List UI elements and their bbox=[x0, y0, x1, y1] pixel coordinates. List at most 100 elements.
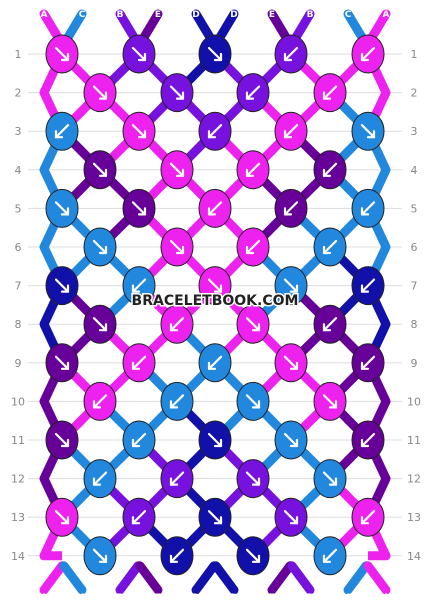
knot bbox=[83, 150, 117, 190]
arrow-head bbox=[283, 130, 293, 139]
arrow-head bbox=[289, 516, 299, 525]
knot bbox=[160, 536, 194, 576]
knot bbox=[313, 536, 347, 576]
arrow-head bbox=[131, 516, 141, 525]
arrow-down-right-icon bbox=[54, 278, 70, 293]
strand-letter-top: B bbox=[117, 10, 124, 20]
thread-bottom-end bbox=[363, 561, 391, 595]
arrow-head bbox=[213, 438, 223, 448]
strand-letter-bottom: E bbox=[155, 593, 161, 603]
arrow-down-left-icon bbox=[169, 394, 185, 409]
row-number-left: 11 bbox=[11, 434, 25, 447]
arrow-head bbox=[175, 168, 185, 177]
arrow-down-right-icon bbox=[360, 124, 376, 139]
arrow-down-right-icon bbox=[245, 394, 261, 409]
arrow-head bbox=[98, 554, 108, 563]
knot bbox=[274, 188, 308, 228]
arrow-head bbox=[213, 284, 223, 293]
knot bbox=[313, 150, 347, 190]
thread-bottom-end bbox=[115, 561, 143, 595]
arrow-down-right-icon bbox=[131, 46, 147, 62]
strand-letter-bottom: B bbox=[117, 593, 124, 603]
arrow-down-left-icon bbox=[245, 85, 261, 100]
row-number-right: 8 bbox=[411, 318, 418, 331]
arrow-head bbox=[322, 168, 332, 177]
arrow-down-right-icon bbox=[131, 201, 147, 216]
knot bbox=[122, 420, 156, 460]
thread-bottom-end bbox=[135, 561, 163, 595]
strand-letter-top: B bbox=[307, 10, 314, 20]
row-number-left: 3 bbox=[15, 125, 22, 138]
knot bbox=[198, 34, 232, 74]
arrow-down-left-icon bbox=[169, 548, 185, 563]
arrow-down-left-icon bbox=[169, 471, 185, 486]
arrow-down-right-icon bbox=[283, 432, 299, 448]
knot bbox=[45, 343, 79, 383]
arrow-down-right-icon bbox=[54, 355, 70, 370]
knot bbox=[274, 343, 308, 383]
knot bbox=[122, 343, 156, 383]
knot bbox=[45, 266, 79, 306]
knot bbox=[198, 266, 232, 306]
strand-letter-top: E bbox=[269, 10, 275, 20]
arrow-head bbox=[98, 245, 108, 255]
row-number-left: 2 bbox=[15, 87, 22, 100]
arrow-head bbox=[131, 361, 141, 370]
strand-letter-top: D bbox=[230, 10, 237, 20]
arrow-head bbox=[322, 245, 332, 255]
arrow-down-right-icon bbox=[92, 162, 108, 177]
arrow-head bbox=[207, 361, 217, 370]
knot bbox=[83, 304, 117, 344]
knot bbox=[236, 227, 270, 267]
thread-bottom-end bbox=[267, 561, 295, 595]
arrow-down-right-icon bbox=[169, 85, 185, 100]
arrow-down-right-icon bbox=[54, 46, 70, 62]
knot bbox=[351, 188, 385, 228]
arrow-head bbox=[169, 477, 179, 486]
knot bbox=[274, 34, 308, 74]
arrow-head bbox=[131, 284, 141, 293]
knot bbox=[198, 497, 232, 537]
arrow-down-left-icon bbox=[283, 46, 299, 62]
row-number-right: 3 bbox=[411, 125, 418, 138]
row-number-right: 6 bbox=[411, 241, 418, 254]
knot bbox=[313, 381, 347, 421]
arrow-head bbox=[245, 168, 255, 177]
knot bbox=[45, 111, 79, 151]
arrow-down-right-icon bbox=[283, 278, 299, 293]
row-number-left: 9 bbox=[15, 357, 22, 370]
arrow-head bbox=[175, 245, 185, 255]
row-number-right: 5 bbox=[411, 202, 418, 215]
arrow-head bbox=[54, 130, 64, 139]
arrow-head bbox=[283, 52, 293, 62]
arrow-head bbox=[92, 400, 102, 409]
arrow-head bbox=[360, 284, 370, 293]
knot bbox=[198, 188, 232, 228]
arrow-down-right-icon bbox=[245, 317, 261, 332]
arrow-down-left-icon bbox=[360, 278, 376, 293]
arrow-head bbox=[251, 477, 261, 486]
arrow-down-right-icon bbox=[283, 510, 299, 525]
knot bbox=[83, 227, 117, 267]
site-watermark: BRACELETBOOK.COM bbox=[132, 293, 299, 309]
arrow-down-right-icon bbox=[54, 510, 70, 525]
arrow-head bbox=[60, 516, 70, 525]
knot bbox=[198, 111, 232, 151]
strand-letter-top: E bbox=[155, 10, 161, 20]
row-number-right: 2 bbox=[411, 87, 418, 100]
knot bbox=[160, 73, 194, 113]
row-number-right: 13 bbox=[407, 511, 421, 524]
knot bbox=[351, 111, 385, 151]
arrow-down-left-icon bbox=[283, 124, 299, 139]
knot bbox=[160, 227, 194, 267]
arrow-head bbox=[60, 284, 70, 293]
knot bbox=[351, 497, 385, 537]
arrow-head bbox=[92, 477, 102, 486]
arrow-down-right-icon bbox=[245, 548, 261, 563]
knot bbox=[351, 266, 385, 306]
knot bbox=[122, 497, 156, 537]
arrow-head bbox=[60, 207, 70, 216]
arrow-head bbox=[360, 361, 370, 370]
arrow-down-left-icon bbox=[322, 239, 338, 255]
arrow-down-left-icon bbox=[92, 471, 108, 486]
